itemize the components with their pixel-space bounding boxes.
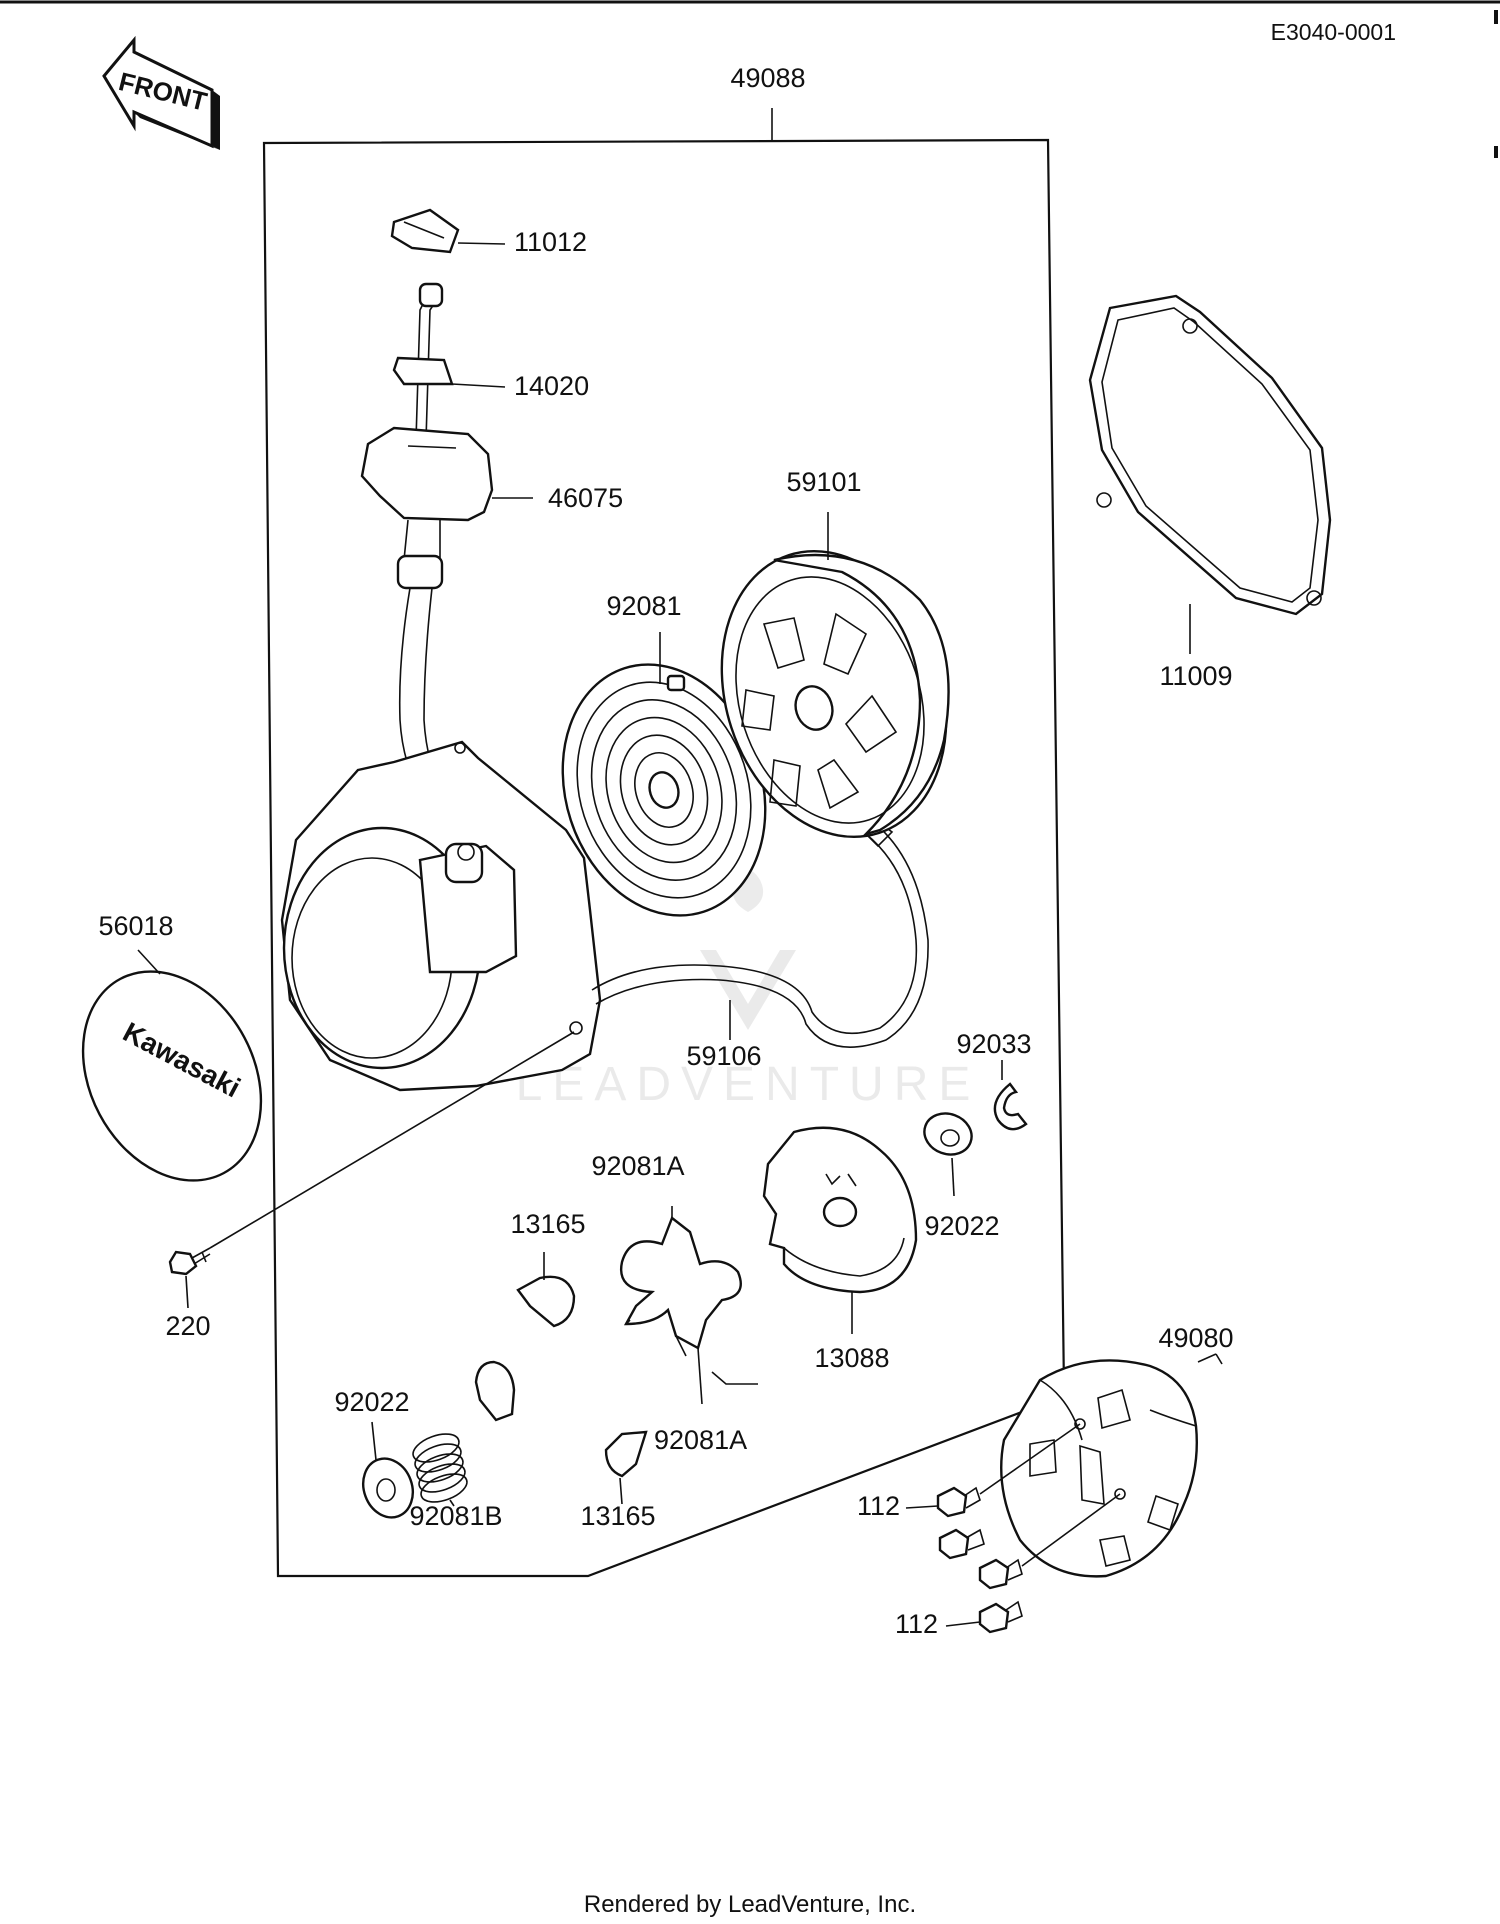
label-reel: 59101	[786, 467, 861, 497]
ratchet-spring-part	[619, 1206, 758, 1405]
label-bolt-lower: 112	[895, 1609, 938, 1639]
edge-mark-bottom	[1494, 146, 1498, 158]
grip-cap-part	[390, 208, 460, 254]
washer-lower-part	[362, 1421, 414, 1519]
gasket-part	[1088, 294, 1332, 654]
label-washer-upper: 92022	[924, 1211, 999, 1241]
reel-part	[720, 512, 950, 839]
washer-upper-part	[923, 1112, 973, 1197]
guide-plate-part	[762, 1126, 918, 1334]
watermark-text: LEADVENTURE	[516, 1058, 981, 1111]
label-gasket: 11009	[1159, 661, 1232, 691]
rope-part	[415, 282, 444, 441]
label-rope-guide: 14020	[514, 371, 589, 401]
label-screw: 220	[165, 1311, 210, 1341]
label-washer-lower: 92022	[334, 1387, 409, 1417]
label-spring: 92081	[606, 591, 681, 621]
pulley-part	[1000, 1353, 1223, 1578]
label-handle: 46075	[548, 483, 623, 513]
rope-guide-part	[392, 356, 506, 388]
label-ratchet-top: 13165	[510, 1209, 585, 1239]
bolt-3-part	[978, 1493, 1121, 1590]
label-pulley: 49080	[1158, 1323, 1233, 1353]
screw-part	[168, 1031, 575, 1309]
starter-housing-part	[280, 740, 602, 1092]
bolt-1-part	[936, 1423, 1081, 1518]
label-spring-b: 92081B	[409, 1501, 502, 1531]
coil-spring-part	[412, 1433, 468, 1507]
label-bolt-upper: 112	[857, 1491, 900, 1521]
ratchet-spare-part	[474, 1360, 516, 1422]
label-rope: 59106	[686, 1041, 761, 1071]
edge-mark-top	[1494, 10, 1498, 24]
label-grip-cap: 11012	[514, 227, 587, 257]
label-guide-plate: 13088	[814, 1343, 889, 1373]
kawasaki-cover-part: Kawasaki	[81, 949, 263, 1182]
ratchet-bottom-part	[604, 1430, 648, 1505]
bolts-part	[905, 1423, 1121, 1634]
label-spring-a-bottom: 92081A	[654, 1425, 747, 1455]
label-circlip: 92033	[956, 1029, 1031, 1059]
label-assembly: 49088	[730, 63, 805, 93]
bolt-4-part	[978, 1600, 1023, 1634]
front-arrow-icon: FRONT	[102, 35, 220, 150]
bolt-2-part	[938, 1528, 985, 1560]
ratchet-top-part	[516, 1252, 576, 1328]
label-cover: 56018	[98, 911, 173, 941]
diagram-ref-code: E3040-0001	[1271, 19, 1396, 45]
leadventure-watermark: LEADVENTURE	[516, 870, 981, 1111]
circlip-part	[993, 1060, 1028, 1131]
label-ratchet-bottom: 13165	[580, 1501, 655, 1531]
footer-credit: Rendered by LeadVenture, Inc.	[584, 1891, 916, 1918]
label-spring-a-top: 92081A	[591, 1151, 684, 1181]
part-labels: 49088 11012 14020 46075 59101 92081 1100…	[98, 63, 1233, 1639]
handle-part	[360, 426, 533, 590]
